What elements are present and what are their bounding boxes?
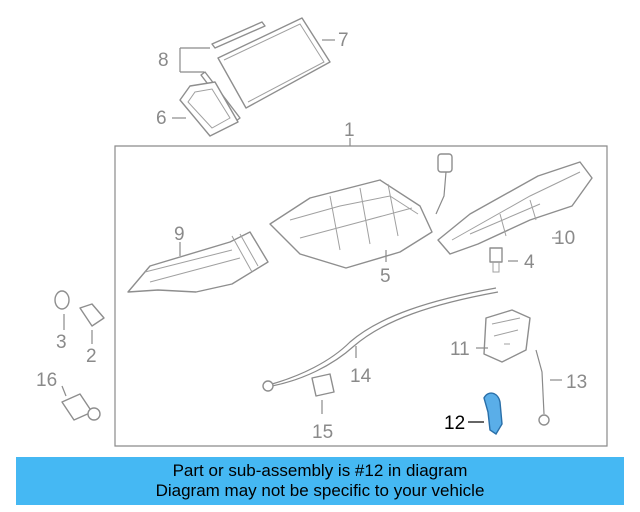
part-7-panel <box>217 17 335 109</box>
callout-16: 16 <box>36 370 57 391</box>
callout-9: 9 <box>174 224 185 245</box>
callout-15: 15 <box>312 422 333 443</box>
part-12-handle[interactable] <box>468 392 503 435</box>
callout-2: 2 <box>86 346 97 367</box>
part-5-center-bracket <box>269 179 433 269</box>
part-14-cable <box>262 287 499 392</box>
part-13-rod <box>535 349 562 426</box>
callout-8: 8 <box>158 50 169 71</box>
sensor-connector <box>435 153 453 215</box>
callout-1: 1 <box>344 120 355 141</box>
callout-10: 10 <box>554 228 575 249</box>
info-banner: Part or sub-assembly is #12 in diagram D… <box>16 457 624 505</box>
callout-5: 5 <box>380 266 391 287</box>
part-11-latch <box>476 309 531 363</box>
part-9-vent-assembly <box>127 231 269 293</box>
callout-6: 6 <box>156 108 167 129</box>
part-3-washer <box>54 290 70 330</box>
callout-3: 3 <box>56 332 67 353</box>
part-10-bracket <box>437 161 593 255</box>
part-6-trim <box>172 81 239 137</box>
callout-13: 13 <box>566 372 587 393</box>
part-16-plug <box>61 385 101 421</box>
callout-7: 7 <box>338 30 349 51</box>
part-15-clip <box>311 373 335 414</box>
part-2-screw <box>79 303 105 344</box>
callout-14: 14 <box>350 366 372 387</box>
callout-4: 4 <box>524 252 535 273</box>
callout-12: 12 <box>444 413 465 434</box>
part-4-bolt <box>489 247 518 273</box>
assembly-frame <box>114 145 608 447</box>
banner-line-2: Diagram may not be specific to your vehi… <box>155 481 485 500</box>
banner-line-1: Part or sub-assembly is #12 in diagram <box>172 461 468 480</box>
callout-11: 11 <box>450 339 470 360</box>
